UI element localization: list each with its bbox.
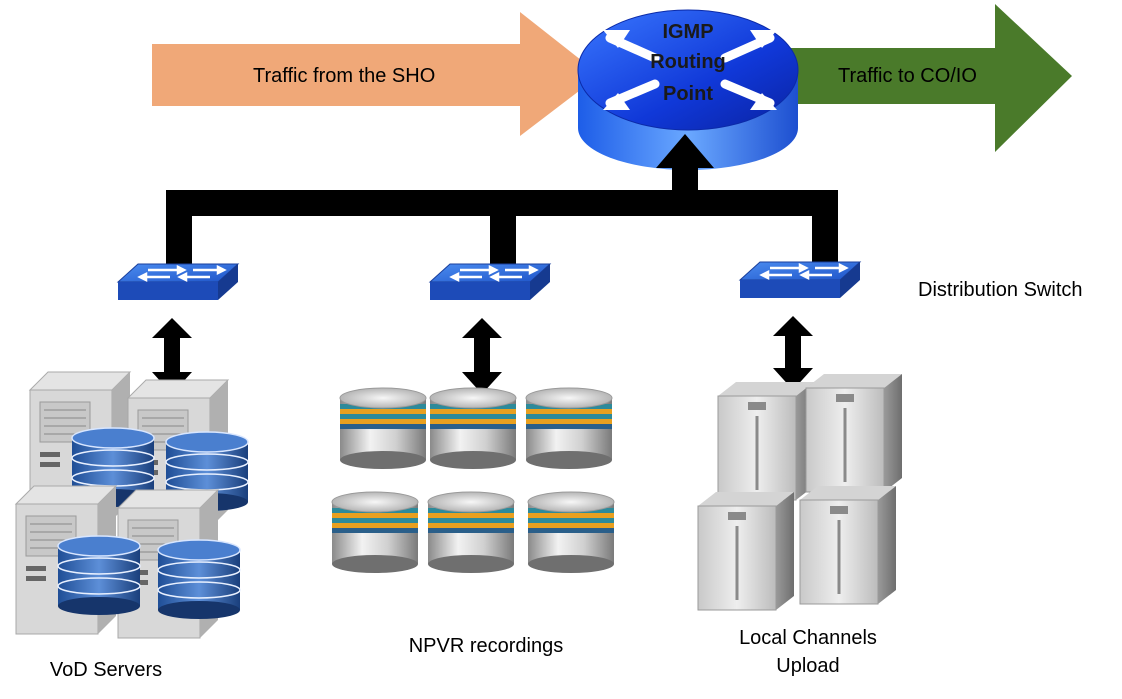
network-switch-icon xyxy=(428,262,552,302)
double-arrow-vod xyxy=(152,318,192,394)
local-channels-label-line2: Upload xyxy=(776,655,840,677)
network-switch-icon xyxy=(738,260,862,300)
tower-server-icon xyxy=(696,372,904,612)
distribution-switch-label: Distribution Switch xyxy=(918,279,1083,301)
network-switch-icon xyxy=(116,262,240,302)
server-database-icon xyxy=(15,371,249,639)
incoming-traffic-label: Traffic from the SHO xyxy=(253,65,436,87)
router-icon xyxy=(577,9,799,170)
vod-servers-label: VoD Servers xyxy=(49,659,163,681)
router-label-line2: Routing xyxy=(650,51,726,73)
incoming-traffic-arrow xyxy=(152,12,600,136)
outgoing-traffic-label: Traffic to CO/IO xyxy=(838,65,977,87)
storage-disk-icon xyxy=(331,387,615,574)
double-arrow-npvr xyxy=(462,318,502,394)
npvr-recordings-label: NPVR recordings xyxy=(408,635,564,657)
router-label-line1: IGMP xyxy=(662,21,714,43)
router-label-line3: Point xyxy=(663,83,713,105)
local-channels-label-line1: Local Channels xyxy=(739,627,877,649)
double-arrow-local xyxy=(773,316,813,390)
distribution-bus xyxy=(166,134,838,270)
outgoing-traffic-arrow xyxy=(790,4,1072,152)
